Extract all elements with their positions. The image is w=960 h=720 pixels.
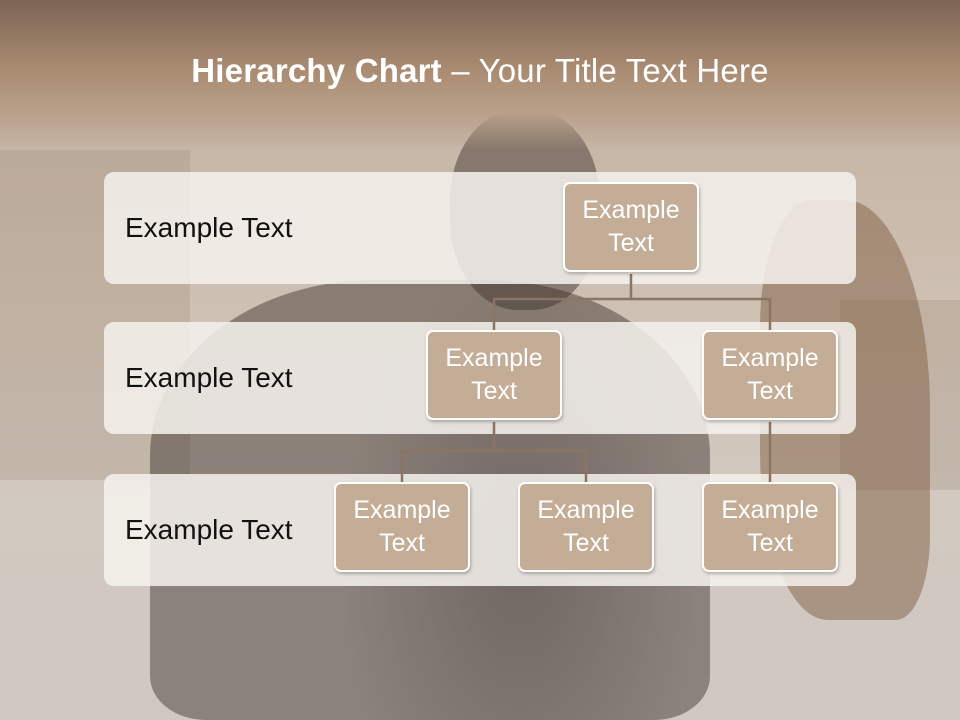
node-grandchild-3-label: Example Text: [721, 496, 819, 557]
level-label-3: Example Text: [125, 514, 293, 545]
level-band-1: Example Text: [104, 172, 856, 284]
node-child-right-label: Example Text: [721, 344, 819, 405]
title-bold: Hierarchy Chart: [191, 52, 442, 89]
connector-root-to-level2: [492, 274, 633, 330]
connector-left-to-grandchildren: [400, 422, 496, 482]
level-label-1: Example Text: [125, 212, 293, 243]
node-child-left-label: Example Text: [445, 344, 543, 405]
node-root[interactable]: Example Text: [563, 182, 699, 272]
connector-left-to-grandchild-2: [494, 449, 588, 482]
node-grandchild-2[interactable]: Example Text: [518, 482, 654, 572]
slide-title: Hierarchy Chart – Your Title Text Here: [0, 52, 960, 90]
title-band: [0, 0, 960, 150]
node-child-left[interactable]: Example Text: [426, 330, 562, 420]
node-grandchild-1-label: Example Text: [353, 496, 451, 557]
level-label-2: Example Text: [125, 362, 293, 393]
connector-root-to-right: [631, 297, 772, 330]
node-grandchild-1[interactable]: Example Text: [334, 482, 470, 572]
node-root-label: Example Text: [582, 196, 680, 257]
title-rest: – Your Title Text Here: [441, 52, 769, 89]
node-grandchild-3[interactable]: Example Text: [702, 482, 838, 572]
node-child-right[interactable]: Example Text: [702, 330, 838, 420]
building-shape: [840, 300, 960, 490]
node-grandchild-2-label: Example Text: [537, 496, 635, 557]
